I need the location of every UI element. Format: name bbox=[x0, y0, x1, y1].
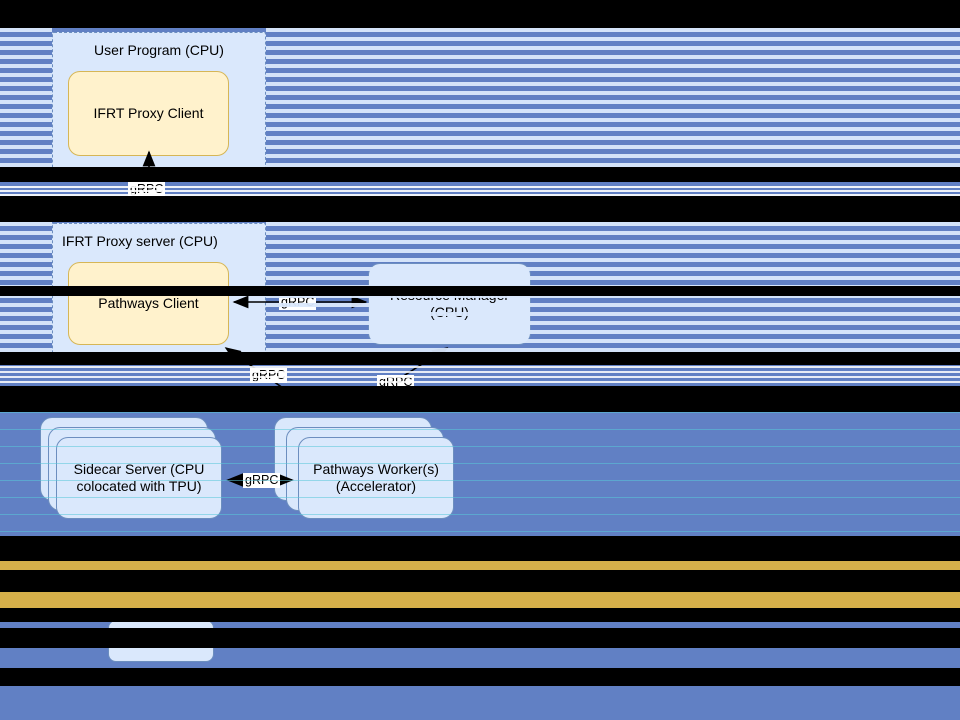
node-pathways-client-label: Pathways Client bbox=[98, 295, 199, 312]
edge-label-grpc-3: gRPC bbox=[250, 368, 288, 383]
edge-label-grpc-4: gRPC bbox=[377, 375, 415, 390]
node-pathways-workers-label: Pathways Worker(s) (Accelerator) bbox=[313, 461, 439, 494]
node-ifrt-proxy-client[interactable]: IFRT Proxy Client bbox=[68, 71, 229, 156]
node-sidecar-server[interactable]: Sidecar Server (CPU colocated with TPU) bbox=[56, 437, 222, 519]
node-ifrt-proxy-client-label: IFRT Proxy Client bbox=[93, 105, 204, 122]
edge-label-grpc-2: gRPC bbox=[279, 295, 317, 310]
node-ifrt-proxy-server-label: IFRT Proxy server (CPU) bbox=[62, 233, 218, 249]
node-sidecar-server-label: Sidecar Server (CPU colocated with TPU) bbox=[73, 461, 205, 494]
node-user-program-label: User Program (CPU) bbox=[94, 42, 224, 58]
legend-swatch-blue bbox=[108, 620, 214, 662]
legend-swatch-yellow bbox=[108, 562, 214, 604]
edge-label-grpc-1: gRPC bbox=[128, 182, 166, 197]
edge-label-grpc-5: gRPC bbox=[243, 473, 281, 488]
node-pathways-workers[interactable]: Pathways Worker(s) (Accelerator) bbox=[298, 437, 454, 519]
node-pathways-client[interactable]: Pathways Client bbox=[68, 262, 229, 345]
